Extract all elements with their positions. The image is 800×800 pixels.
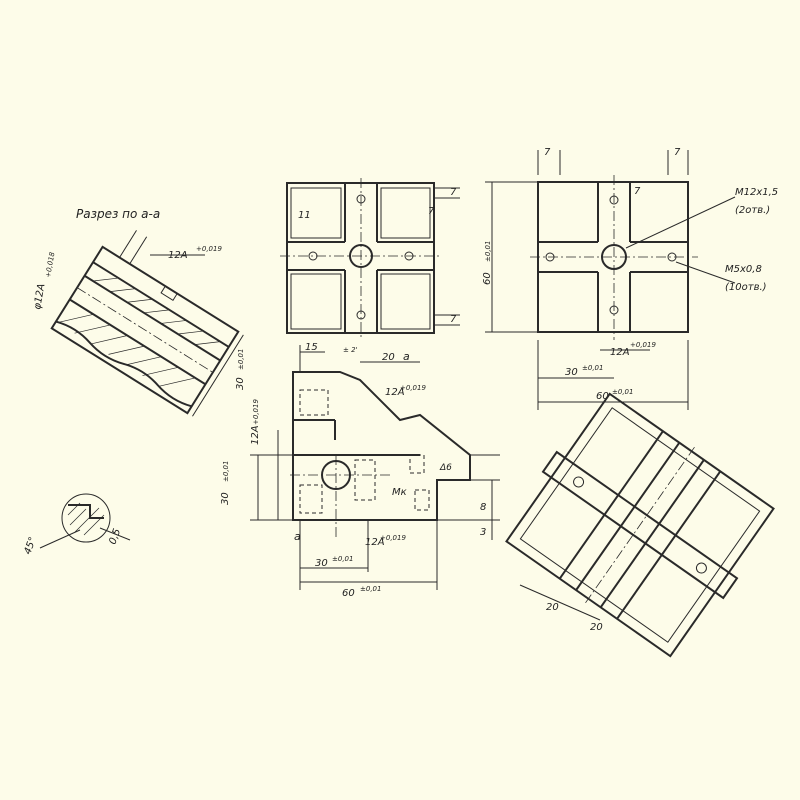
dim-angle-tol: ± 2' [343, 346, 358, 354]
dim-60-right: 60 [596, 391, 609, 402]
dim-12a-bottom: 12А [365, 537, 385, 548]
dim-30-front: 30 [220, 492, 231, 505]
dim-30-bottom: 30 [315, 558, 328, 569]
dim-7-b: 7 [450, 314, 457, 325]
dim-7-d: 7 [544, 147, 551, 158]
dim-phi12: φ12А [32, 283, 47, 311]
rotated-view [505, 392, 775, 658]
dim-7-e: 7 [674, 147, 681, 158]
section-mark-a-bottom: а [294, 530, 301, 543]
dim-20-front: 20 [382, 352, 395, 363]
dim-12a-left: 12А [250, 425, 261, 445]
dim-30-right: 30 [565, 367, 578, 378]
dim-sq6: Δ6 [439, 463, 452, 473]
dim-60-vert-tol: ±0,01 [484, 241, 492, 262]
dim-phi12-tol: +0,018 [44, 251, 56, 278]
groove-detail [39, 493, 131, 549]
dim-8: 8 [480, 502, 486, 513]
dim-12a-front: 12А [385, 387, 405, 398]
top-view-right [485, 150, 736, 410]
dim-60-bottom-tol: ±0,01 [360, 585, 381, 593]
dim-3: 3 [480, 527, 486, 538]
dim-7-f: 7 [634, 186, 641, 197]
dim-12a-front-tol: +0,019 [400, 384, 426, 392]
dim-7-a: 7 [450, 187, 457, 198]
section-mark-a-top: а [403, 350, 410, 363]
dim-30-bottom-tol: ±0,01 [332, 555, 353, 563]
section-view [50, 230, 244, 417]
front-view [250, 345, 500, 590]
thread-m5-qty: (10отв.) [725, 282, 767, 293]
dim-12a-left-tol: +0,019 [252, 399, 260, 425]
dim-20-rot-b: 20 [590, 622, 603, 633]
dim-12a-top-tol: +0,019 [196, 245, 222, 253]
dim-30-section: 30 [235, 377, 246, 390]
dim-15: 15 [305, 342, 318, 353]
dim-12a-right-tol: +0,019 [630, 341, 656, 349]
dim-30-right-tol: ±0,01 [582, 364, 603, 372]
thread-m12-qty: (2отв.) [735, 205, 770, 216]
dim-30-front-tol: ±0,01 [222, 461, 230, 482]
dim-20-rot-a: 20 [546, 602, 559, 613]
dim-45-deg: 45° [22, 536, 38, 556]
dim-30-section-tol: ±0,01 [237, 349, 245, 370]
dim-12a-right: 12А [610, 347, 630, 358]
dim-60-bottom: 60 [342, 588, 355, 599]
dim-12a-bottom-tol: +0,019 [380, 534, 406, 542]
dim-7-c: 7 [428, 206, 435, 217]
thread-m12: М12х1,5 [735, 187, 778, 198]
dim-05: 0,5 [107, 527, 123, 546]
thread-m5: М5х0,8 [725, 264, 762, 275]
section-title: Разрез по а-а [76, 207, 160, 221]
dim-60-vert: 60 [482, 272, 493, 285]
dim-mk: Мк [392, 487, 407, 498]
dim-60-right-tol: ±0,01 [612, 388, 633, 396]
top-view-left [280, 178, 460, 340]
dim-11-a: 11 [298, 210, 311, 221]
